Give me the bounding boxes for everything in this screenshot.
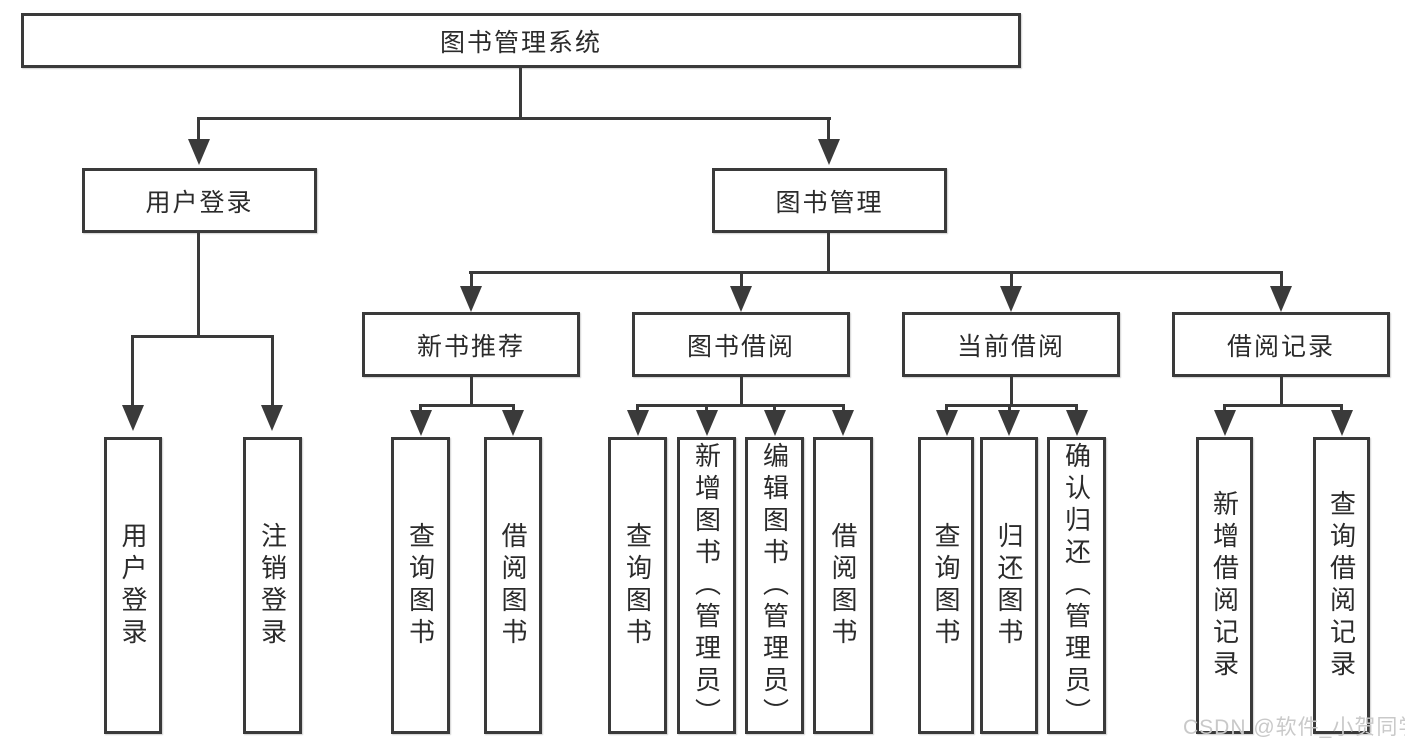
connector-line [705,404,708,412]
leaf-edit-book-admin: 编辑图书（管理员） [745,437,804,734]
connector-line [945,404,1078,407]
connector-line [512,404,515,412]
node-root-library-system: 图书管理系统 [21,13,1021,68]
node-label: 借阅图书 [828,521,858,650]
arrow-down-icon [936,410,958,436]
node-label: 借阅图书 [498,521,528,650]
node-borrow-records: 借阅记录 [1172,312,1390,377]
connector-line [1010,377,1013,406]
connector-line [419,404,422,412]
node-label: 查询借阅记录 [1326,489,1357,682]
node-label: 用户登录 [118,521,148,650]
leaf-logout: 注销登录 [243,437,302,734]
node-label: 注销登录 [257,521,288,650]
node-current-borrow: 当前借阅 [902,312,1120,377]
node-label: 确认归还（管理员） [1061,441,1092,730]
node-label: 借阅记录 [1226,332,1335,361]
connector-line [519,68,522,118]
arrow-down-icon [460,286,482,312]
connector-line [1223,404,1343,407]
node-label: 用户登录 [145,188,254,217]
csdn-watermark: CSDN @软件_小贺同学 [1183,716,1405,739]
arrow-down-icon [818,139,840,165]
node-label: 查询图书 [405,521,436,650]
connector-line [827,117,830,141]
node-label: 查询图书 [931,521,961,650]
node-label: 查询图书 [622,521,653,650]
connector-line [1075,404,1078,412]
leaf-return-book: 归还图书 [980,437,1038,734]
connector-line [469,271,1283,274]
leaf-borrow-book-recommend: 借阅图书 [484,437,542,734]
node-new-book-recommend: 新书推荐 [362,312,580,377]
connector-line [1010,271,1013,287]
leaf-add-book-admin: 新增图书（管理员） [677,437,736,734]
connector-line [1223,404,1226,412]
node-book-borrow: 图书借阅 [632,312,850,377]
leaf-query-book-current: 查询图书 [918,437,974,734]
arrow-down-icon [832,410,854,436]
arrow-down-icon [122,405,144,431]
arrow-down-icon [764,410,786,436]
connector-line [271,335,274,407]
arrow-down-icon [1066,410,1088,436]
connector-line [1280,377,1283,406]
arrow-down-icon [627,410,649,436]
connector-line [470,377,473,406]
connector-line [827,233,830,274]
connector-line [198,117,831,120]
connector-line [842,404,845,412]
connector-line [740,377,743,406]
connector-line [197,117,200,141]
connector-line [1280,271,1283,287]
arrow-down-icon [410,410,432,436]
connector-line [131,335,274,338]
arrow-down-icon [502,410,524,436]
node-label: 新增借阅记录 [1209,489,1240,682]
connector-line [419,404,515,407]
connector-line [197,233,200,337]
leaf-add-borrow-record: 新增借阅记录 [1196,437,1253,734]
leaf-query-book-recommend: 查询图书 [391,437,450,734]
node-book-management: 图书管理 [712,168,947,233]
leaf-query-book-borrow: 查询图书 [608,437,667,734]
arrow-down-icon [1000,286,1022,312]
connector-line [1008,404,1011,412]
node-label: 编辑图书（管理员） [759,441,790,730]
node-label: 归还图书 [994,521,1024,650]
connector-line [1340,404,1343,412]
arrow-down-icon [1214,410,1236,436]
node-label: 新书推荐 [416,332,525,361]
connector-line [636,404,639,412]
node-label: 新增图书（管理员） [691,441,722,730]
connector-line [636,404,845,407]
node-user-login: 用户登录 [82,168,317,233]
leaf-user-login: 用户登录 [104,437,162,734]
node-label: 当前借阅 [956,332,1065,361]
arrow-down-icon [1331,410,1353,436]
connector-line [131,335,134,407]
connector-line [773,404,776,412]
arrow-down-icon [730,286,752,312]
connector-line [740,271,743,287]
node-label: 图书管理 [775,188,884,217]
leaf-borrow-book: 借阅图书 [813,437,873,734]
node-label: 图书借阅 [686,332,795,361]
arrow-down-icon [261,405,283,431]
node-label: 图书管理系统 [439,28,602,57]
leaf-query-borrow-record: 查询借阅记录 [1313,437,1370,734]
connector-line [945,404,948,412]
leaf-confirm-return-admin: 确认归还（管理员） [1047,437,1106,734]
connector-line [470,271,473,287]
arrow-down-icon [1270,286,1292,312]
arrow-down-icon [696,410,718,436]
arrow-down-icon [188,139,210,165]
arrow-down-icon [998,410,1020,436]
